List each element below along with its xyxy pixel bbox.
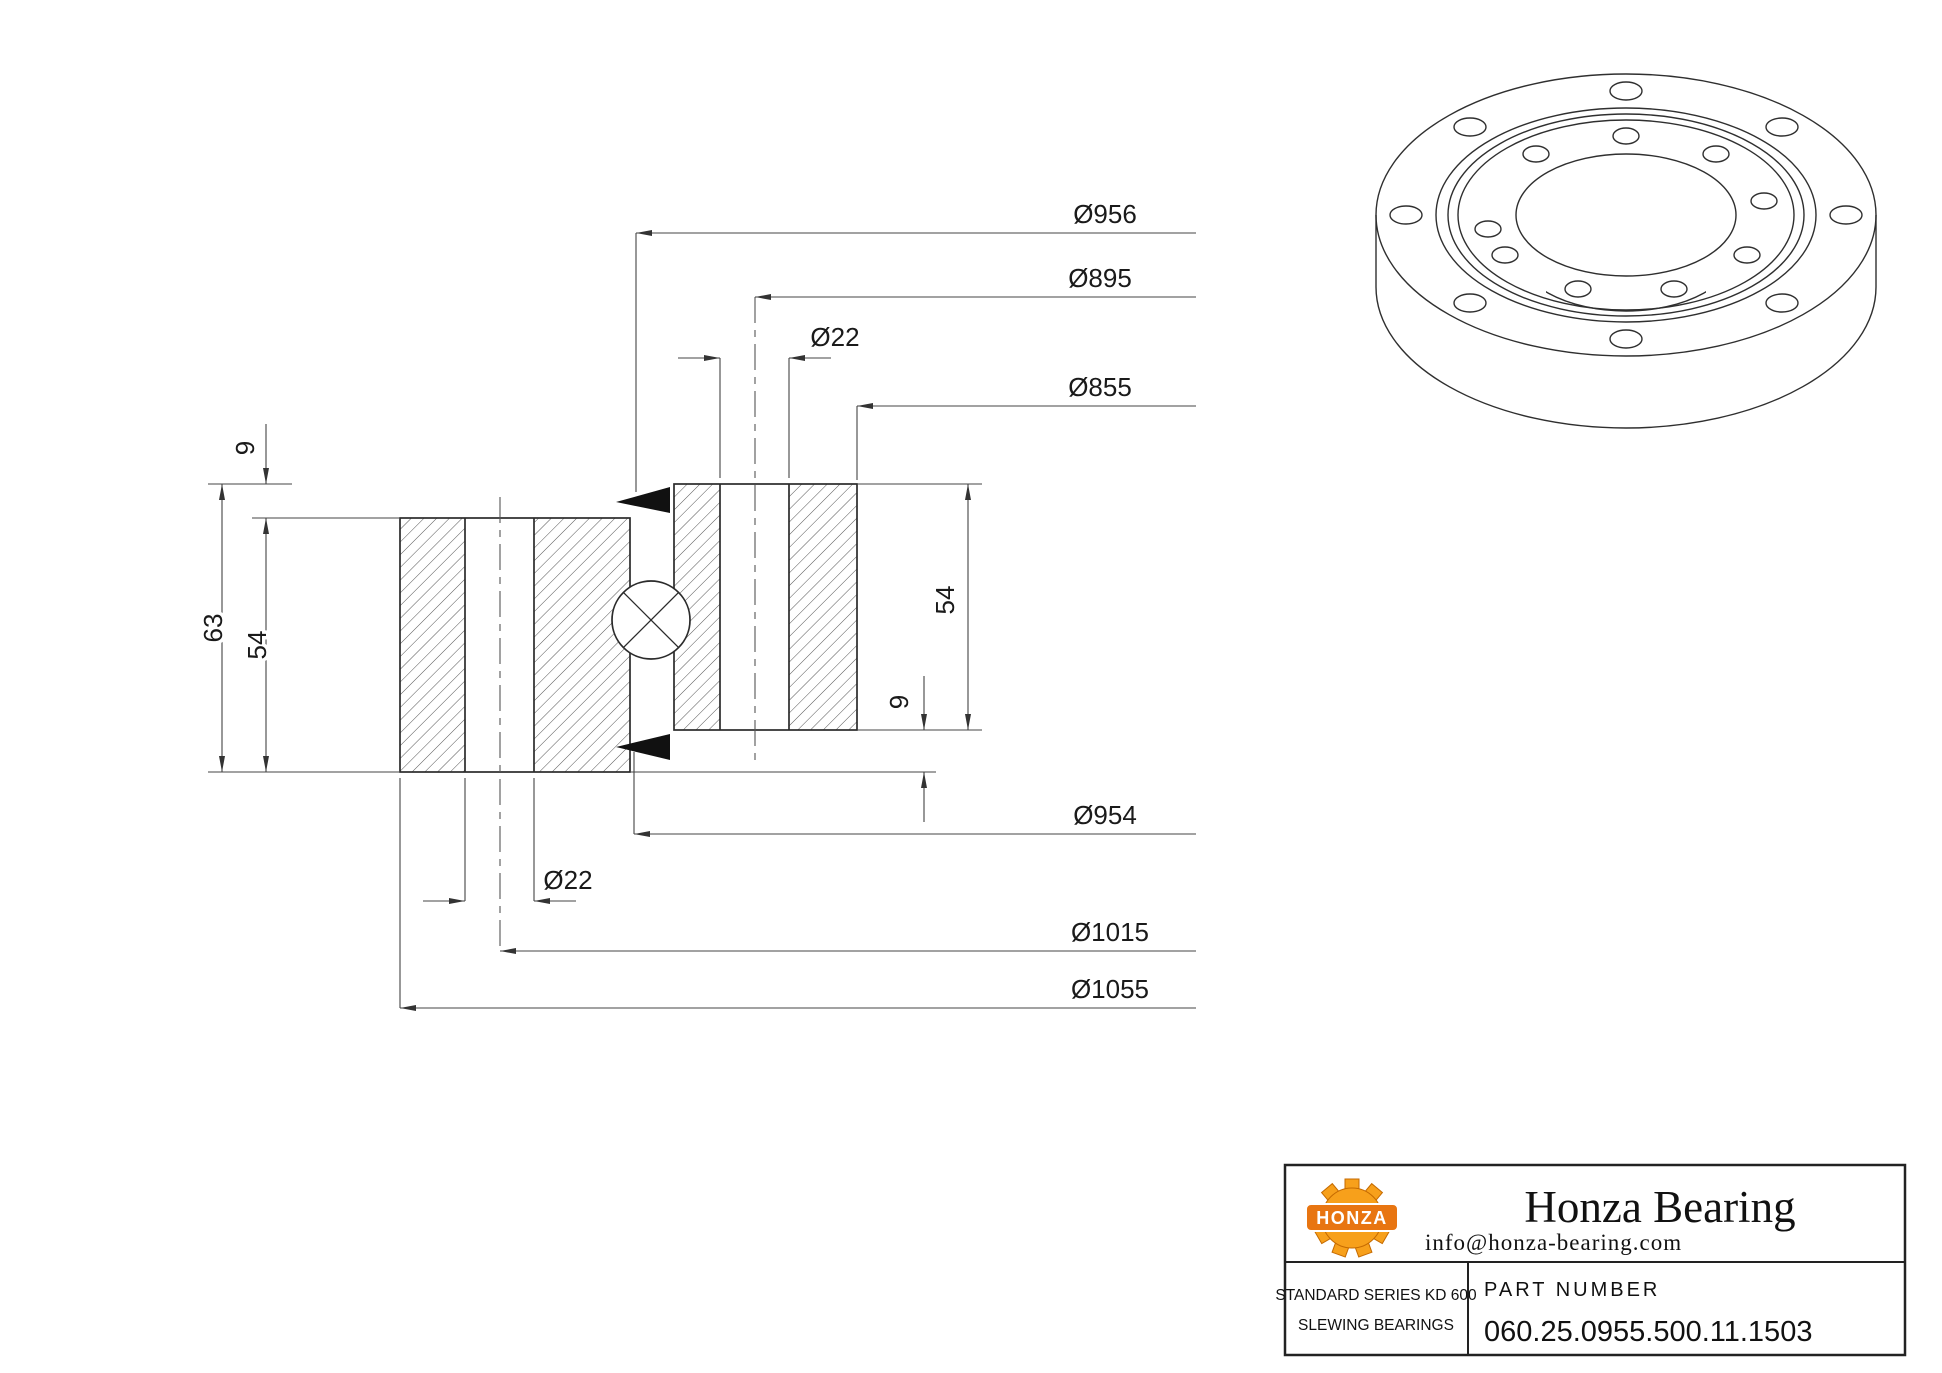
ball-cross-line xyxy=(622,591,680,649)
inner-ring-hatch-right xyxy=(789,484,857,730)
bolt-hole xyxy=(1733,246,1761,264)
label-h54-left: 54 xyxy=(242,631,272,660)
isometric-view xyxy=(1375,73,1877,429)
label-d895: Ø895 xyxy=(1068,263,1132,293)
dim-9-bottom xyxy=(630,676,936,822)
dim-855 xyxy=(856,403,1196,480)
dim-54-right xyxy=(857,483,982,731)
bolt-hole xyxy=(1522,145,1550,163)
bore-bottom-edge xyxy=(1546,291,1706,312)
ball-element xyxy=(611,580,691,660)
dim-54-left xyxy=(252,517,399,772)
bolt-hole xyxy=(1702,145,1730,163)
part-number-label: PART NUMBER xyxy=(1484,1279,1660,1301)
bolt-hole xyxy=(1609,329,1643,349)
brand-name: Honza Bearing xyxy=(1524,1182,1795,1232)
centerlines xyxy=(499,297,756,951)
bolt-hole xyxy=(1453,117,1487,137)
bolt-hole xyxy=(1564,280,1592,298)
outer-ring-inner-edge xyxy=(1435,107,1817,323)
label-d22-top: Ø22 xyxy=(810,322,859,352)
cross-section-view xyxy=(399,297,858,951)
bolt-hole xyxy=(1491,246,1519,264)
outer-ring-bolt-holes xyxy=(1389,81,1863,349)
bore-edge xyxy=(1515,153,1737,277)
title-block: HONZA Honza Bearing info@honza-bearing.c… xyxy=(1275,1163,1907,1357)
bolt-hole xyxy=(1765,117,1799,137)
outer-ring-hatch-right xyxy=(534,518,630,772)
dimension-labels: Ø956 Ø895 Ø22 Ø855 9 63 54 54 9 Ø954 Ø22… xyxy=(195,196,1153,1008)
honza-logo: HONZA xyxy=(1305,1178,1399,1258)
label-d1015: Ø1015 xyxy=(1071,917,1149,947)
bolt-hole xyxy=(1612,127,1640,145)
inner-ring-outer-edge xyxy=(1457,119,1795,311)
bolt-hole xyxy=(1750,192,1778,210)
bolt-hole xyxy=(1609,81,1643,101)
bolt-hole xyxy=(1474,220,1502,238)
bolt-hole xyxy=(1765,293,1799,313)
series-line2: SLEWING BEARINGS xyxy=(1298,1317,1454,1334)
dimensions xyxy=(208,230,1196,1011)
label-d22-bottom: Ø22 xyxy=(543,865,592,895)
label-d954: Ø954 xyxy=(1073,800,1137,830)
outer-ring-hatch-left xyxy=(400,518,465,772)
bolt-hole xyxy=(1829,205,1863,225)
label-d1055: Ø1055 xyxy=(1071,974,1149,1004)
label-h9-top: 9 xyxy=(230,441,260,455)
bolt-hole xyxy=(1389,205,1423,225)
logo-banner xyxy=(1305,1203,1399,1232)
label-h9-bottom: 9 xyxy=(884,695,914,709)
dim-956 xyxy=(635,230,1196,492)
dim-1055 xyxy=(399,778,1196,1011)
part-number-value: 060.25.0955.500.11.1503 xyxy=(1484,1316,1812,1348)
bottom-seal xyxy=(616,734,670,760)
dim-63 xyxy=(208,483,399,773)
series-line1: STANDARD SERIES KD 600 xyxy=(1275,1287,1477,1304)
label-h63: 63 xyxy=(198,614,228,643)
dim-22-bottom xyxy=(423,778,576,904)
hatch-areas xyxy=(400,484,857,772)
label-d956: Ø956 xyxy=(1073,199,1137,229)
ring-seam-edge xyxy=(1447,113,1805,317)
title-block-border xyxy=(1283,1163,1907,1357)
dim-22-top xyxy=(678,355,831,478)
label-d855: Ø855 xyxy=(1068,372,1132,402)
logo-text: HONZA xyxy=(1316,1208,1388,1228)
top-seal xyxy=(616,487,670,513)
label-h54-right: 54 xyxy=(930,586,960,615)
inner-ring-bolt-holes xyxy=(1474,127,1778,298)
dim-954 xyxy=(633,752,1196,837)
bolt-hole xyxy=(1453,293,1487,313)
outer-diameter-edge xyxy=(1375,73,1877,357)
contact-email: info@honza-bearing.com xyxy=(1425,1230,1682,1255)
outer-bottom-edge xyxy=(1375,287,1877,429)
bolt-hole xyxy=(1660,280,1688,298)
